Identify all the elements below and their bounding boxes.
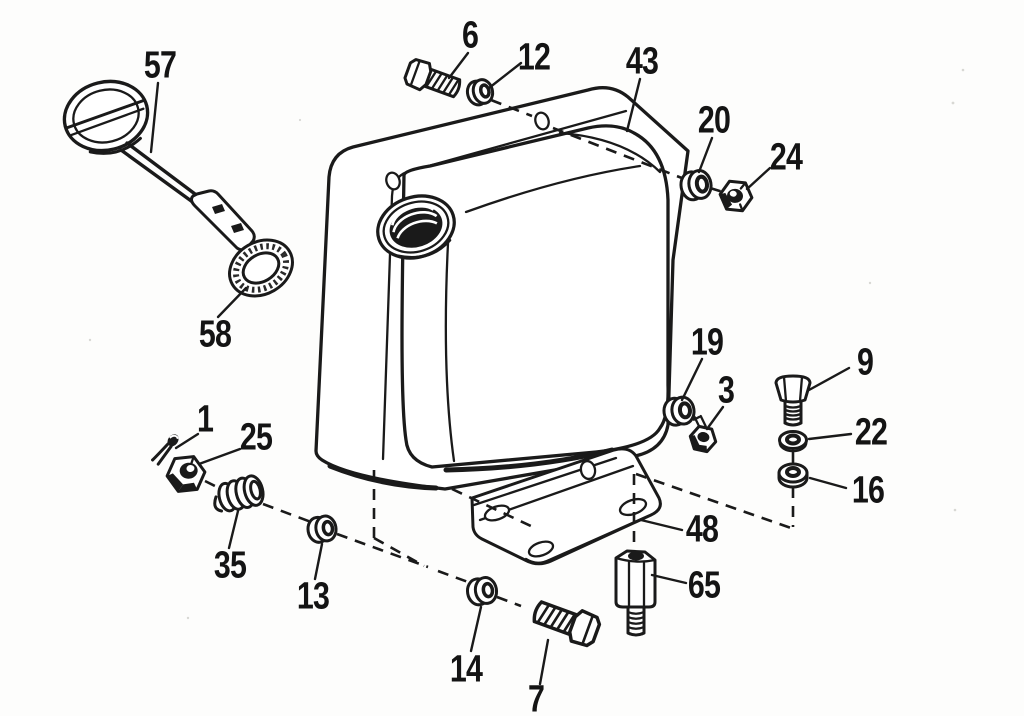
leader-line-9	[807, 366, 851, 392]
callout-58: 58	[198, 313, 232, 356]
leader-line-20	[697, 136, 714, 174]
callout-43: 43	[625, 40, 659, 83]
part-washer-20	[679, 169, 713, 202]
callout-12: 12	[517, 36, 551, 79]
callout-25: 25	[239, 416, 273, 459]
flange-bottom-shadow	[327, 463, 439, 491]
part-fuel-tank	[314, 86, 690, 491]
tank-body	[400, 124, 670, 469]
part-hex-bolt-6	[403, 58, 462, 99]
callout-14: 14	[449, 648, 483, 691]
part-washer-16	[777, 462, 809, 489]
callout-57: 57	[143, 44, 177, 87]
leader-line-58	[216, 286, 248, 319]
leader-line-16	[808, 476, 848, 490]
part-cap-gasket	[228, 238, 294, 298]
part-cotter-pin-1	[151, 434, 179, 466]
callout-1: 1	[196, 398, 214, 441]
part-spring-35	[213, 474, 265, 513]
tank-top-fold-line	[464, 164, 642, 214]
part-mounting-bracket	[470, 447, 662, 566]
callout-20: 20	[697, 99, 731, 142]
callout-48: 48	[685, 508, 719, 551]
scan-speckles	[88, 68, 965, 620]
part-spacer-stud-65	[614, 549, 657, 637]
callout-13: 13	[296, 575, 330, 618]
leader-line-22	[807, 432, 853, 441]
leader-line-24	[745, 166, 772, 191]
callout-16: 16	[851, 469, 885, 512]
callout-19: 19	[690, 321, 724, 364]
leader-line-43	[625, 77, 642, 133]
callout-7: 7	[527, 678, 545, 716]
bracket-slot-middle	[527, 540, 555, 558]
callout-24: 24	[769, 136, 803, 179]
bracket-hole-back	[579, 459, 597, 481]
part-hex-nut-3	[688, 414, 718, 454]
gauge-blade	[189, 189, 256, 252]
leader-line-35	[227, 509, 240, 550]
bracket-slot-left	[483, 504, 511, 522]
callout-6: 6	[461, 14, 479, 57]
leader-line-25	[197, 447, 242, 466]
callout-65: 65	[687, 564, 721, 607]
part-hex-bolt-7	[532, 600, 602, 648]
part-lock-washer-22	[778, 430, 808, 453]
leader-line-57	[149, 81, 160, 154]
callout-9: 9	[856, 341, 874, 384]
leader-line-7	[538, 638, 550, 686]
part-washer-19	[662, 395, 696, 427]
part-hex-nut-24	[718, 179, 754, 213]
callout-22: 22	[854, 411, 888, 454]
leader-line-48	[639, 518, 684, 532]
part-washer-12	[465, 78, 495, 107]
leader-line-13	[313, 542, 324, 581]
leader-line-65	[650, 573, 688, 585]
leader-line-14	[469, 605, 483, 653]
leader-lines	[149, 51, 853, 686]
flange-hole-top-left	[385, 171, 401, 191]
leader-line-3	[705, 405, 725, 431]
leader-line-6	[447, 51, 470, 80]
part-hex-nut-25	[165, 455, 207, 493]
part-filler-cap-with-gauge	[62, 79, 256, 252]
flange-hole-top-right	[534, 111, 550, 131]
callout-3: 3	[717, 369, 735, 412]
assembly-axis-lines	[204, 98, 795, 608]
leader-line-1	[174, 432, 200, 450]
leader-line-12	[487, 61, 523, 90]
tank-bottom-shadow	[443, 447, 615, 473]
part-hex-bolt-9	[774, 374, 812, 427]
callout-35: 35	[213, 544, 247, 587]
leader-line-19	[680, 357, 704, 402]
part-washer-13	[306, 514, 338, 544]
filler-neck	[376, 194, 456, 260]
part-washer-14	[465, 576, 499, 607]
